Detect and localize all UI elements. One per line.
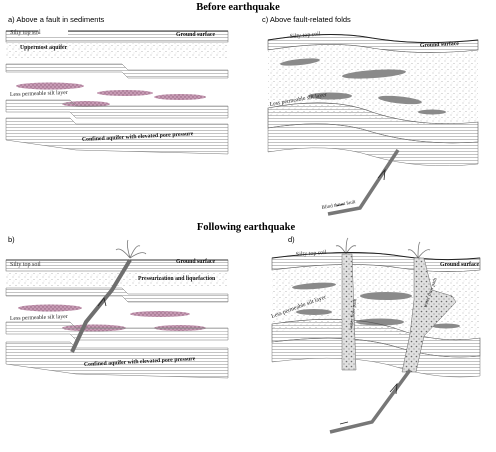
- panel-a-layer-set-1: [5, 63, 229, 79]
- panel-d-lens-1: [292, 282, 336, 290]
- panel-d-water-flow-path-1: [341, 253, 357, 371]
- panel-c-lens-3: [308, 92, 352, 100]
- panel-d-water-flow-path-2: [401, 257, 457, 373]
- panel-a-lens-2: [97, 90, 153, 96]
- panel-d-thrust-fault: [329, 368, 412, 434]
- panel-c: c) Above fault-related folds Silty top s…: [262, 15, 479, 216]
- panel-b-less-permeable-layer: [5, 321, 229, 341]
- panel-d-lens-3: [296, 309, 332, 315]
- panel-a-confined-aquifer-label: Confined aquifer with elevated pore pres…: [82, 131, 194, 143]
- panel-c-title: c) Above fault-related folds: [262, 15, 351, 24]
- panel-b-pressurization-label: Pressurization and liquefaction: [138, 276, 216, 282]
- panel-c-blind-thrust-label: Blind thrust fault: [321, 200, 356, 211]
- panel-d-sand-boil-1-icon: [335, 237, 357, 255]
- panel-d-lens-5: [432, 323, 460, 329]
- panel-d-water-flow-label-1: water flow path: [349, 298, 358, 330]
- panel-c-silty-top-soil-label: Silty top soil: [290, 31, 321, 40]
- panel-d-lens-2: [360, 292, 412, 300]
- panel-b-lens-1: [18, 304, 82, 312]
- panel-c-fault-arrow-icon: [377, 168, 386, 181]
- panel-b-silty-top-soil-label: Silty top soil: [10, 262, 41, 268]
- panel-a-uppermost-aquifer: [6, 43, 228, 58]
- panel-c-lens-5: [418, 109, 446, 115]
- panel-a-confined-aquifer-layer: [5, 117, 229, 155]
- panel-b-sand-boil-icon: [115, 239, 147, 259]
- panel-a: a) Above a fault in sediments Silty top …: [5, 15, 229, 155]
- panel-c-lower-layers: [267, 123, 479, 167]
- panel-c-lens-1: [280, 58, 320, 66]
- panel-d-ground-surface-line: [271, 251, 481, 261]
- panel-b-title: b): [8, 235, 15, 244]
- panel-d-sand-boil-2-icon: [407, 241, 431, 259]
- panel-a-title: a) Above a fault in sediments: [8, 15, 105, 24]
- panel-d-silty-top-soil-label: Silty top soil: [296, 250, 327, 258]
- panel-a-lens-3: [154, 94, 206, 100]
- panel-b-less-permeable-label: Less permeable silt layer: [10, 314, 68, 322]
- panel-b-fault-arrow-icon: [97, 297, 107, 307]
- panel-a-lens-1: [16, 82, 84, 90]
- heading-following-earthquake: Following earthquake: [197, 222, 296, 233]
- panel-b-ground-surface-label: Ground surface: [176, 259, 215, 265]
- panel-a-less-permeable-label: Less permeable silt layer: [10, 90, 68, 98]
- panel-d-ground-surface-label: Ground surface: [440, 262, 479, 268]
- panel-a-ground-surface-label: Ground surface: [176, 32, 215, 38]
- panel-d-fault-arrow-icon: [389, 382, 398, 395]
- heading-before-earthquake: Before earthquake: [196, 2, 280, 13]
- panel-c-ground-surface-line: [267, 33, 479, 44]
- panel-a-less-permeable-layer: [5, 99, 229, 119]
- panel-a-uppermost-aquifer-label: Uppermost aquifer: [20, 45, 68, 51]
- panel-c-lens-2: [342, 69, 406, 79]
- panel-b-confined-aquifer-layer: [5, 341, 229, 379]
- panel-d: d) Silty top soil Ground surface Less pe…: [271, 235, 481, 434]
- panel-b-confined-aquifer-label: Confined aquifer with elevated pore pres…: [84, 356, 196, 368]
- panel-b-lens-2: [130, 311, 190, 317]
- panel-c-ground-surface-label: Ground surface: [420, 41, 460, 49]
- panel-b-fault-zone: [70, 258, 132, 353]
- panel-b: b) Silty top soil Ground surface Pressur…: [5, 235, 229, 379]
- panel-a-silty-top-soil-label: Silty top soil: [10, 30, 41, 36]
- panel-c-lens-4: [378, 95, 422, 105]
- panel-b-layer-set-1: [5, 287, 229, 303]
- panel-d-title: d): [288, 235, 295, 244]
